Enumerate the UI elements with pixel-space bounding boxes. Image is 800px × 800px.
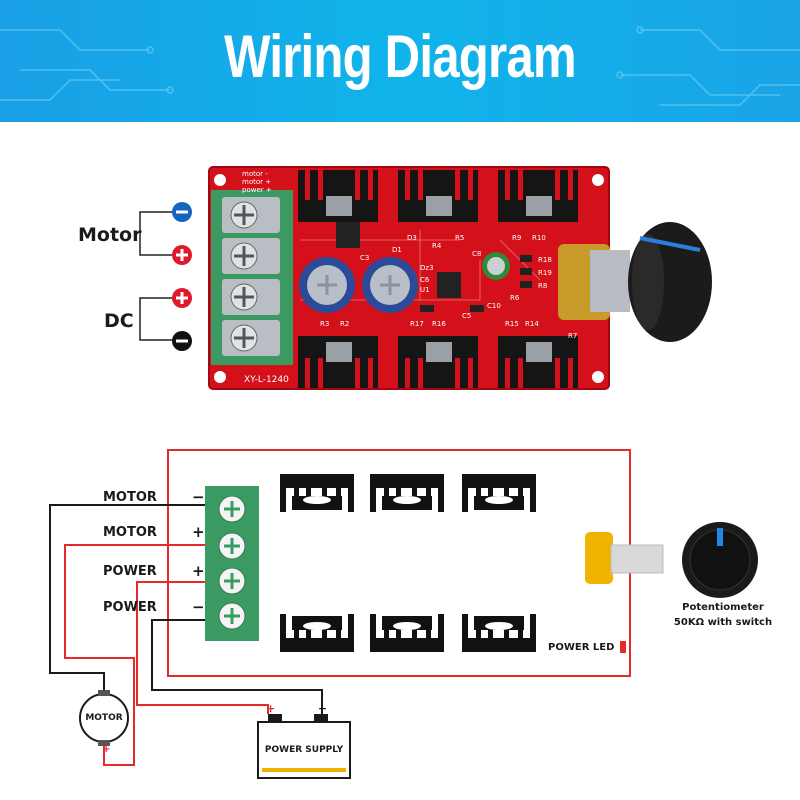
mount-hole xyxy=(592,174,604,186)
schematic-potentiometer-body xyxy=(585,532,613,584)
terminal-label-1: MOTOR xyxy=(103,490,157,505)
svg-text:D3: D3 xyxy=(407,234,417,242)
svg-text:C10: C10 xyxy=(487,302,501,310)
svg-text:R4: R4 xyxy=(432,242,442,250)
circuit-pattern xyxy=(0,26,800,106)
svg-text:R6: R6 xyxy=(510,294,520,302)
svg-text:R7: R7 xyxy=(568,332,577,340)
terminal-sign-1: − xyxy=(192,488,205,506)
mount-hole xyxy=(214,174,226,186)
svg-text:R8: R8 xyxy=(538,282,547,290)
motor-label: Motor xyxy=(78,224,142,246)
svg-text:Dz3: Dz3 xyxy=(420,264,434,272)
potentiometer-label-line2: 50KΩ with switch xyxy=(673,617,773,628)
ic-chip xyxy=(437,272,461,298)
svg-text:R5: R5 xyxy=(455,234,464,242)
mount-hole xyxy=(214,371,226,383)
svg-text:D1: D1 xyxy=(392,246,402,254)
svg-text:C5: C5 xyxy=(462,312,471,320)
svg-text:R9: R9 xyxy=(512,234,521,242)
regulator xyxy=(336,222,360,248)
svg-text:R15: R15 xyxy=(505,320,519,328)
svg-text:R14: R14 xyxy=(525,320,539,328)
capacitors xyxy=(299,252,510,313)
svg-text:R2: R2 xyxy=(340,320,349,328)
motor-plus: + xyxy=(102,744,110,755)
mount-hole xyxy=(592,371,604,383)
wire-motor-pos xyxy=(64,544,205,766)
page-title: Wiring Diagram xyxy=(224,23,576,90)
terminal-sign-4: − xyxy=(192,598,205,616)
svg-text:R18: R18 xyxy=(538,256,552,264)
terminal-sign-3: + xyxy=(192,562,205,580)
svg-text:C3: C3 xyxy=(360,254,369,262)
terminal-label-2: MOTOR xyxy=(103,525,157,540)
svg-text:R3: R3 xyxy=(320,320,329,328)
dc-label: DC xyxy=(104,310,134,332)
svg-text:R17: R17 xyxy=(410,320,424,328)
photo-bracket-lines xyxy=(139,211,182,341)
component-labels: D3 R4 R5 R9 R10 C8 D1 C3 Dz3 U1 R18 R19 … xyxy=(320,234,577,340)
silk-motor-neg: motor - xyxy=(242,170,268,178)
silk-motor-pos: motor + xyxy=(242,178,271,186)
wire-power-neg xyxy=(151,619,323,716)
svg-text:R10: R10 xyxy=(532,234,546,242)
wire-power-pos xyxy=(136,581,269,714)
svg-text:U1: U1 xyxy=(420,286,430,294)
wire-motor-neg xyxy=(49,504,205,695)
board-model: XY-L-1240 xyxy=(244,375,289,385)
svg-text:C8: C8 xyxy=(472,250,481,258)
power-led-label: POWER LED xyxy=(548,642,615,653)
battery-plus: + xyxy=(266,702,275,715)
potentiometer-shaft xyxy=(610,544,664,574)
svg-text:R16: R16 xyxy=(432,320,446,328)
header-banner: Wiring Diagram xyxy=(0,0,800,122)
terminal-screws xyxy=(222,197,280,356)
terminal-sign-2: + xyxy=(192,523,205,541)
svg-text:C6: C6 xyxy=(420,276,430,284)
motor-label-schematic: MOTOR xyxy=(85,713,123,723)
svg-text:R19: R19 xyxy=(538,269,552,277)
power-led xyxy=(620,641,626,653)
battery-minus: − xyxy=(318,702,327,715)
power-supply-label: POWER SUPPLY xyxy=(264,745,344,755)
potentiometer-label-line1: Potentiometer xyxy=(682,602,764,613)
silk-power-pos: power + xyxy=(242,186,272,194)
terminal-label-4: POWER xyxy=(103,600,157,615)
terminal-label-3: POWER xyxy=(103,564,157,579)
